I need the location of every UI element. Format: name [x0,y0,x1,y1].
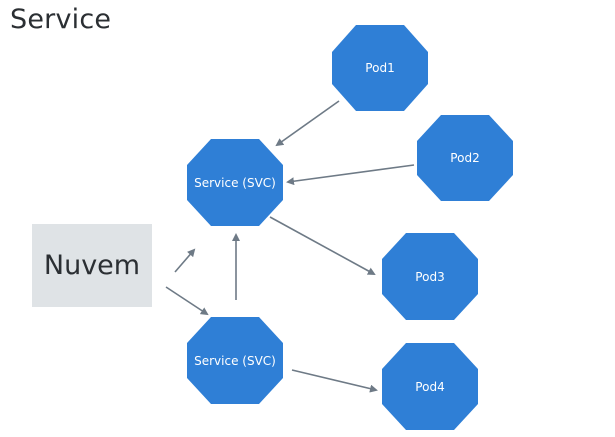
service-top-label: Service (SVC) [194,176,276,190]
cloud-box: Nuvem [32,224,152,307]
arrow-cloud-to-svc2 [165,286,209,316]
pod1-label: Pod1 [365,61,394,75]
pod2-hexagon [417,115,513,201]
pod2-label: Pod2 [450,151,479,165]
arrow-cloud-to-svc1 [174,248,196,273]
node-pod1: Pod1 [332,25,428,111]
node-service-bottom: Service (SVC) [187,317,283,404]
pod4-label: Pod4 [415,380,444,394]
node-pod2: Pod2 [417,115,513,201]
page-title: Service [10,4,112,35]
pod1-hexagon [332,25,428,111]
cloud-label: Nuvem [43,250,141,281]
service-bottom-label: Service (SVC) [194,354,276,368]
node-service-top: Service (SVC) [187,139,283,226]
pod3-hexagon [382,233,478,320]
arrow-pod2-to-svc1 [286,164,415,186]
arrow-svc2-to-pod4 [291,369,378,393]
node-pod3: Pod3 [382,233,478,320]
service-bottom-hexagon [187,317,283,404]
service-top-hexagon [187,139,283,226]
arrow-svc1-to-pod3 [269,216,376,275]
node-pod4: Pod4 [382,343,478,430]
pod3-label: Pod3 [415,270,444,284]
arrow-pod1-to-svc1 [275,100,340,147]
pod4-hexagon [382,343,478,430]
